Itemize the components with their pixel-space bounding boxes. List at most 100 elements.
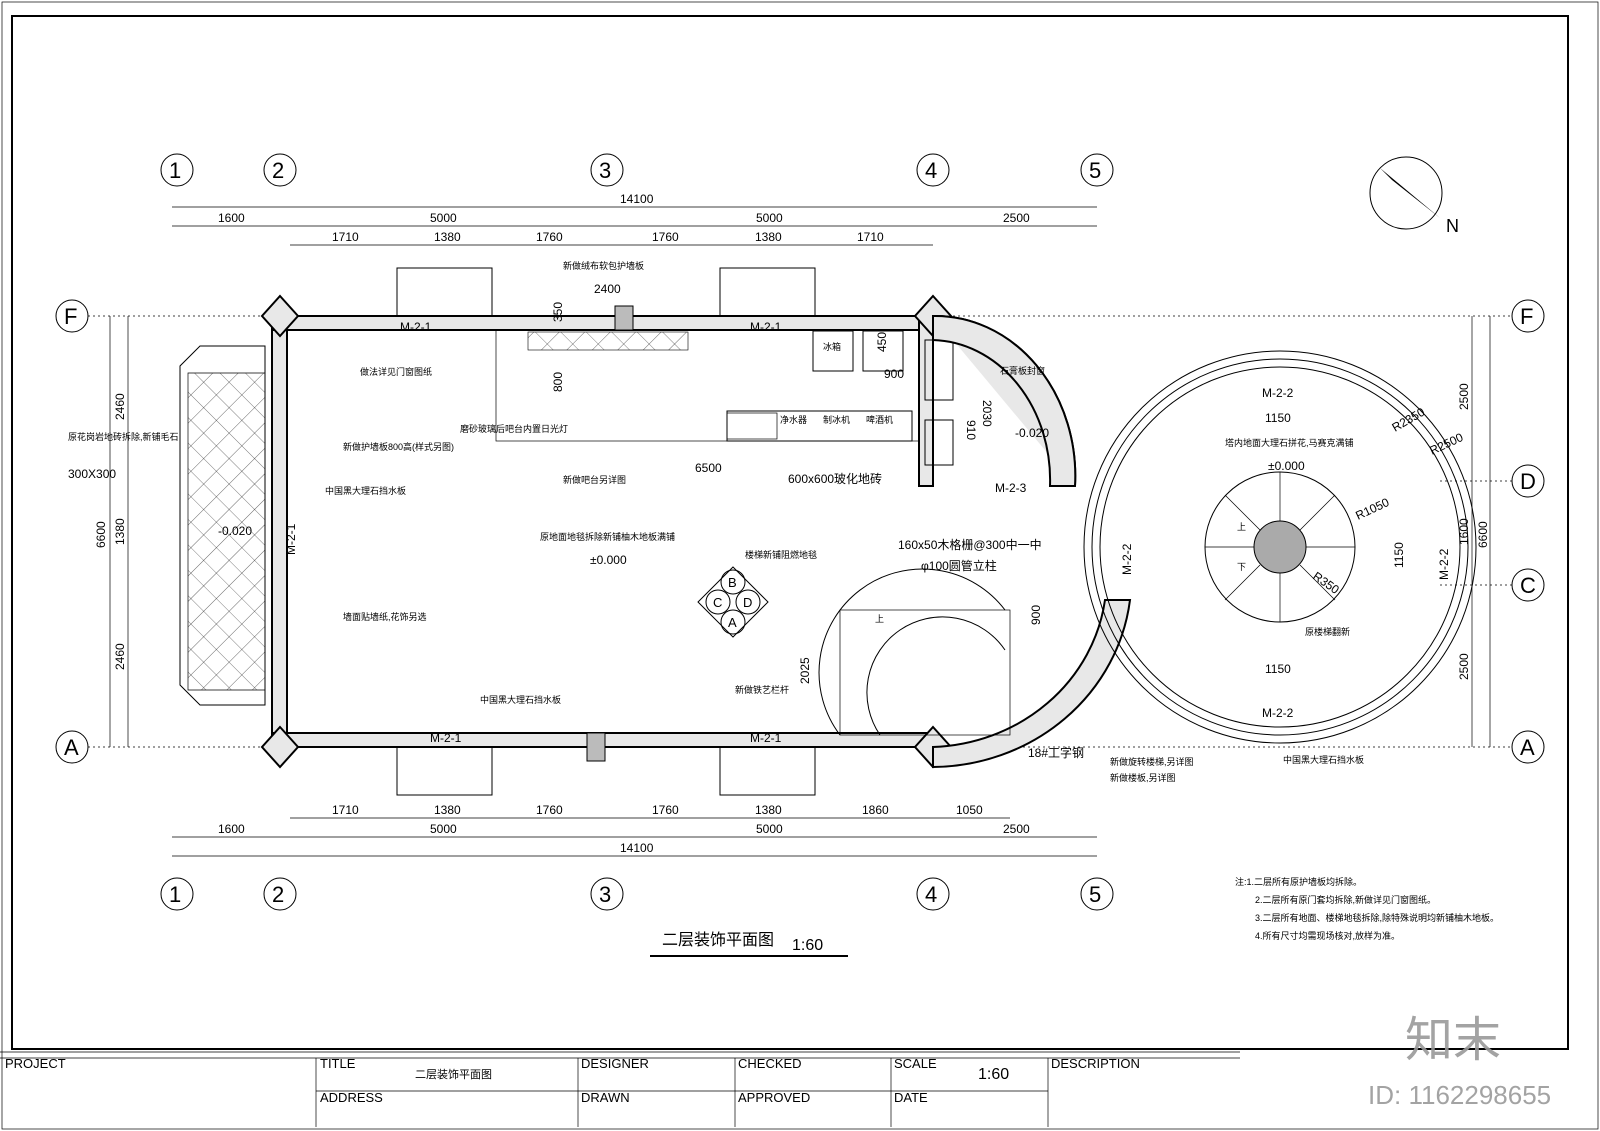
svg-text:1380: 1380 (113, 518, 127, 545)
svg-text:4.所有尺寸均需现场核对,放样为准。: 4.所有尺寸均需现场核对,放样为准。 (1255, 930, 1400, 941)
title-value: 二层装饰平面图 (415, 1069, 492, 1081)
svg-text:2460: 2460 (113, 643, 127, 670)
svg-text:啤酒机: 啤酒机 (866, 414, 893, 425)
svg-text:18#工字钢: 18#工字钢 (1028, 745, 1084, 760)
svg-text:F: F (1520, 304, 1533, 329)
dimensions-top: 14100 1600 5000 5000 2500 1710 1380 1760… (172, 192, 1097, 246)
grid-label: 2 (272, 158, 284, 183)
svg-text:6600: 6600 (1476, 521, 1490, 548)
svg-text:2025: 2025 (798, 657, 812, 684)
id-watermark: ID: 1162298655 (1368, 1080, 1552, 1110)
svg-text:-0.020: -0.020 (218, 524, 252, 538)
svg-text:5000: 5000 (430, 211, 457, 225)
grid-label: 2 (272, 882, 284, 907)
approved-label: APPROVED (738, 1090, 811, 1105)
svg-text:1760: 1760 (536, 230, 563, 244)
svg-text:M-2-2: M-2-2 (1437, 548, 1451, 580)
svg-text:A: A (728, 615, 737, 630)
svg-text:磨砂玻璃后吧台内置日光灯: 磨砂玻璃后吧台内置日光灯 (460, 423, 568, 434)
svg-text:1760: 1760 (536, 803, 563, 817)
svg-text:中国黑大理石挡水板: 中国黑大理石挡水板 (480, 694, 561, 705)
svg-text:2.二层所有原门套均拆除,新做详见门窗图纸。: 2.二层所有原门套均拆除,新做详见门窗图纸。 (1255, 894, 1436, 905)
plan-title: 二层装饰平面图 1:60 (650, 931, 848, 957)
svg-text:1150: 1150 (1265, 411, 1291, 425)
main-stair (818, 568, 1011, 736)
project-label: PROJECT (5, 1056, 66, 1071)
svg-text:±0.000: ±0.000 (1268, 459, 1305, 473)
door-labels: M-2-1 M-2-1 M-2-1 M-2-1 M-2-1 M-2-2 M-2-… (284, 320, 1451, 745)
description-label: DESCRIPTION (1051, 1056, 1140, 1071)
svg-text:制冰机: 制冰机 (823, 414, 850, 425)
svg-text:石膏板封窗: 石膏板封窗 (1000, 365, 1045, 376)
svg-text:900: 900 (884, 367, 904, 381)
svg-text:5000: 5000 (430, 822, 457, 836)
svg-text:R1050: R1050 (1353, 495, 1391, 523)
svg-text:净水器: 净水器 (780, 414, 807, 425)
svg-text:冰箱: 冰箱 (823, 341, 841, 352)
grid-label: 4 (925, 158, 937, 183)
svg-text:1150: 1150 (1265, 662, 1291, 676)
svg-text:M-2-2: M-2-2 (1262, 386, 1294, 400)
svg-text:中国黑大理石挡水板: 中国黑大理石挡水板 (325, 485, 406, 496)
brand-watermark: 知末 (1405, 1014, 1502, 1067)
svg-text:M-2-1: M-2-1 (284, 523, 298, 555)
grid-label: 3 (599, 882, 611, 907)
dimensions-left: 6600 2460 1380 2460 (94, 316, 129, 747)
svg-text:塔内地面大理石拼花,马赛克满铺: 塔内地面大理石拼花,马赛克满铺 (1225, 437, 1354, 448)
svg-text:2400: 2400 (594, 282, 621, 296)
svg-text:6600: 6600 (94, 521, 108, 548)
svg-text:D: D (743, 595, 752, 610)
dimensions-bottom: 1710 1380 1760 1760 1380 1860 1050 1600 … (172, 803, 1097, 857)
curved-annex (932, 314, 1132, 769)
svg-text:600x600玻化地砖: 600x600玻化地砖 (788, 471, 882, 486)
svg-text:M-2-1: M-2-1 (430, 731, 462, 745)
svg-text:5000: 5000 (756, 822, 783, 836)
svg-text:2030: 2030 (980, 400, 994, 427)
svg-text:M-2-2: M-2-2 (1262, 706, 1294, 720)
svg-text:1710: 1710 (332, 803, 359, 817)
svg-text:2460: 2460 (113, 393, 127, 420)
svg-text:2500: 2500 (1457, 653, 1471, 680)
svg-text:做法详见门窗图纸: 做法详见门窗图纸 (360, 366, 432, 377)
svg-text:D: D (1520, 469, 1536, 494)
svg-text:3.二层所有地面、楼梯地毯拆除,除特殊说明均新铺柚木地板。: 3.二层所有地面、楼梯地毯拆除,除特殊说明均新铺柚木地板。 (1255, 912, 1499, 923)
svg-text:300X300: 300X300 (68, 467, 116, 481)
svg-text:±0.000: ±0.000 (590, 553, 627, 567)
level-marks: -0.020 ±0.000 -0.020 ±0.000 (218, 426, 1305, 567)
svg-text:新做绒布软包护墙板: 新做绒布软包护墙板 (563, 260, 644, 271)
general-notes: 注:1.二层所有原护墙板均拆除。 2.二层所有原门套均拆除,新做详见门窗图纸。 … (1235, 876, 1499, 941)
svg-text:1710: 1710 (857, 230, 884, 244)
svg-text:6500: 6500 (695, 461, 722, 475)
checked-label: CHECKED (738, 1056, 802, 1071)
svg-text:墙面贴墙纸,花饰另选: 墙面贴墙纸,花饰另选 (343, 611, 427, 622)
svg-text:-0.020: -0.020 (1015, 426, 1049, 440)
svg-text:N: N (1446, 216, 1459, 236)
svg-text:2500: 2500 (1003, 822, 1030, 836)
tower (1083, 350, 1477, 744)
svg-text:M-2-1: M-2-1 (750, 320, 782, 334)
scale-value: 1:60 (978, 1066, 1010, 1083)
svg-text:φ100圆管立柱: φ100圆管立柱 (921, 558, 997, 573)
svg-text:上: 上 (1237, 522, 1246, 532)
svg-text:1050: 1050 (956, 803, 983, 817)
svg-text:下: 下 (1237, 562, 1246, 572)
svg-text:原地面地毯拆除新铺柚木地板满铺: 原地面地毯拆除新铺柚木地板满铺 (540, 531, 675, 542)
svg-text:注:1.二层所有原护墙板均拆除。: 注:1.二层所有原护墙板均拆除。 (1235, 876, 1362, 887)
main-walls (260, 267, 953, 796)
svg-text:二层装饰平面图: 二层装饰平面图 (662, 931, 774, 949)
grid-label: 5 (1089, 882, 1101, 907)
svg-text:新做吧台另详图: 新做吧台另详图 (563, 474, 626, 485)
svg-text:900: 900 (1029, 605, 1043, 625)
svg-text:1380: 1380 (434, 230, 461, 244)
svg-text:1380: 1380 (434, 803, 461, 817)
svg-text:1:60: 1:60 (792, 937, 823, 954)
compass-diamond: B C A D (697, 566, 769, 638)
grid-bubbles-side: F A F D C A (55, 299, 1545, 764)
svg-text:A: A (64, 735, 79, 760)
svg-text:R350: R350 (1310, 569, 1342, 597)
svg-text:1760: 1760 (652, 230, 679, 244)
svg-text:160x50木格栅@300中一中: 160x50木格栅@300中一中 (898, 537, 1042, 552)
svg-text:新做铁艺栏杆: 新做铁艺栏杆 (735, 684, 789, 695)
title-label: TITLE (320, 1056, 356, 1071)
